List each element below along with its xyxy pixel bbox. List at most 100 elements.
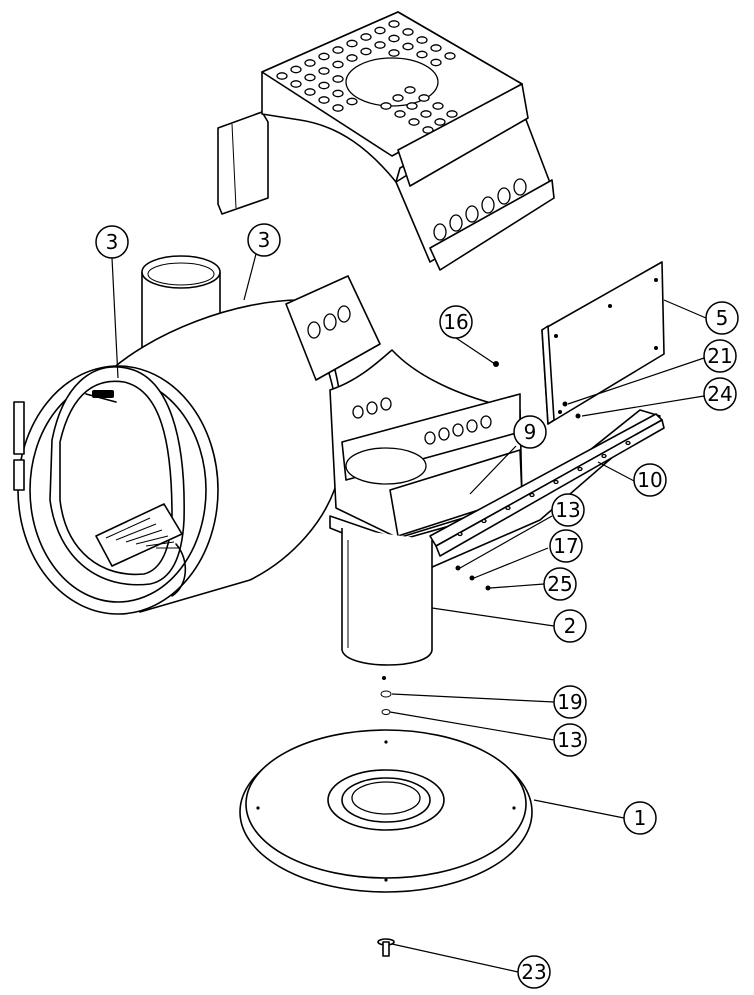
top-plate-hole [430,44,442,52]
grate-bar [105,517,151,539]
top-plate-hole [304,73,316,82]
frame-hole [352,405,364,419]
callout-9: 9 [513,415,547,449]
rail-hole [577,466,583,472]
callout-25-label: 25 [547,572,572,596]
grate-bar [125,529,163,543]
top-plate-hole [402,42,414,51]
top-plate-hole [318,52,330,61]
callout-10: 10 [633,463,667,497]
callout-24: 24 [703,377,737,411]
flap-hole [433,223,447,241]
top-plate-hole [408,118,420,126]
callout-23: 23 [517,955,551,989]
callout-24-label: 24 [707,382,732,406]
top-plate-hole [304,59,316,67]
rail-hole [553,479,559,485]
callout-17-label: 17 [553,534,578,558]
callout-3-right-label: 3 [258,228,271,252]
top-plate-hole [394,110,406,118]
top-plate-hole [332,104,344,112]
top-plate-hole [332,46,344,54]
top-plate-hole [446,110,458,118]
top-plate-hole [388,34,400,43]
rail-hole [601,453,607,459]
flue-pipe [341,528,433,666]
top-plate-hole [418,94,430,102]
top-plate-hole [416,36,428,44]
callout-21: 21 [703,339,737,373]
top-plate-hole [304,88,316,96]
frame-hole [466,419,478,433]
top-plate-hole [318,81,330,90]
callout-16-label: 16 [443,310,468,334]
grate-bar [135,535,169,545]
inner-frame [285,275,661,569]
callout-19-label: 19 [557,690,582,714]
callout-13-lower: 13 [553,723,587,757]
frame-hole [307,321,321,339]
top-plate-hole [318,96,330,104]
callout-2: 2 [553,609,587,643]
callout-2-label: 2 [564,614,577,638]
top-plate-hole [402,28,414,36]
side-rail [429,413,665,557]
rail-hole [625,440,631,446]
callout-5-label: 5 [716,306,729,330]
frame-hole [480,415,492,429]
stove-body [13,255,344,615]
callout-13-lower-label: 13 [557,728,582,752]
rail-hole [481,518,487,524]
callout-13-upper: 13 [551,493,585,527]
callout-9-label: 9 [524,420,537,444]
top-plate-hole [420,110,432,118]
flap-hole [513,178,527,196]
callout-21-label: 21 [707,344,732,368]
top-plate-hole [416,50,428,59]
callout-1: 1 [623,801,657,835]
top-plate-hole [380,102,392,110]
callout-17: 17 [549,529,583,563]
top-plate-hole [360,33,372,41]
callout-balloons: 3 3 16 5 21 24 9 10 13 17 25 [95,223,739,989]
frame-hole [323,313,337,331]
flap-hole [465,205,479,223]
top-plate-hole [346,54,358,62]
top-plate-hole [374,26,386,35]
top-plate-hole [388,20,400,28]
frame-hole [438,427,450,441]
frame-hole [424,431,436,445]
callout-10-label: 10 [637,468,662,492]
flap-hole [449,214,463,232]
top-plate-hole [432,102,444,110]
callout-5: 5 [705,301,739,335]
frame-hole [452,423,464,437]
top-plate-hole [430,58,442,67]
base-plate [239,729,533,893]
top-plate-hole [434,118,446,126]
top-plate-hole [276,72,288,80]
callout-23-label: 23 [521,960,546,984]
side-panel [541,261,665,425]
flap-hole [497,187,511,205]
callout-25: 25 [543,567,577,601]
callout-13-upper-label: 13 [555,498,580,522]
top-plate-hole [290,65,302,74]
top-plate-hole [360,47,372,56]
top-plate-hole [332,89,344,98]
callout-16: 16 [439,305,473,339]
callout-3-left-label: 3 [106,230,119,254]
top-plate-hole [332,75,344,83]
top-plate-hole [444,52,456,60]
rail-hole [505,505,511,511]
callout-19: 19 [553,685,587,719]
top-plate-hole [290,80,302,88]
callout-3-left: 3 [95,225,129,259]
grate-bar [115,523,157,541]
leader-lines [111,253,707,973]
frame-hole [337,305,351,323]
flap-hole [481,196,495,214]
top-plate-hole [332,60,344,69]
callout-1-label: 1 [634,806,647,830]
